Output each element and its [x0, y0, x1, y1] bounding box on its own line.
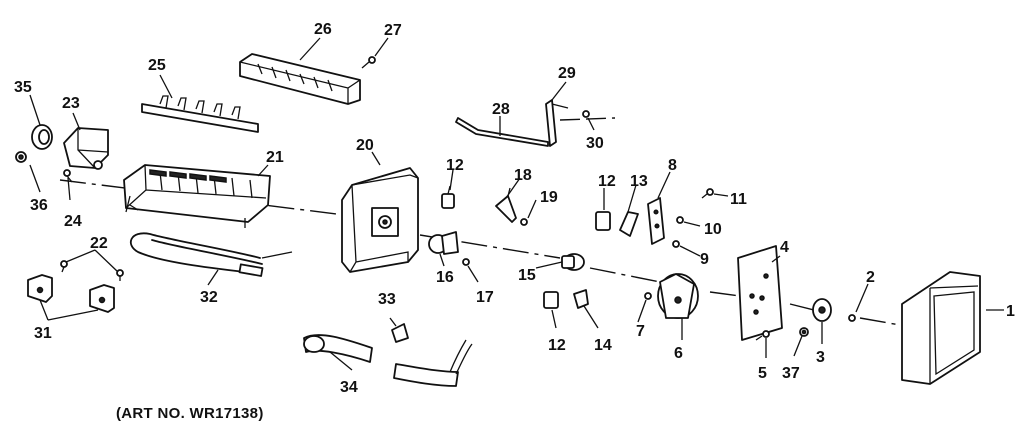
- part-6-motor: [657, 273, 699, 319]
- part-14-cam: [573, 289, 589, 309]
- label-14: 14: [594, 337, 612, 354]
- label-34: 34: [340, 379, 358, 396]
- part-7-screw: [644, 292, 652, 300]
- label-2: 2: [866, 269, 875, 286]
- part-35-seal: [31, 124, 53, 150]
- label-17: 17: [476, 289, 494, 306]
- label-18: 18: [514, 167, 532, 184]
- part-31-brackets: [27, 274, 115, 313]
- label-9: 9: [700, 251, 709, 268]
- label-3: 3: [816, 349, 825, 366]
- label-35: 35: [14, 79, 32, 96]
- part-12c-switch: [543, 291, 559, 309]
- part-27-screw: [361, 56, 376, 69]
- label-24: 24: [64, 213, 82, 230]
- part-37-nut: [799, 327, 809, 337]
- art-number: (ART NO. WR17138): [116, 405, 264, 422]
- part-5-screw: [755, 330, 770, 341]
- label-11: 11: [730, 191, 747, 208]
- label-23: 23: [62, 95, 80, 112]
- part-24-screw: [63, 169, 73, 183]
- part-4-plate: [737, 245, 783, 341]
- part-23-housing: [63, 127, 109, 170]
- part-9-screw: [672, 240, 680, 248]
- label-29: 29: [558, 65, 576, 82]
- callout-leaders: [29, 37, 1004, 371]
- label-25: 25: [148, 57, 166, 74]
- part-1-cover: [901, 271, 981, 385]
- part-33-connector: [391, 323, 409, 343]
- label-36: 36: [30, 197, 48, 214]
- label-7: 7: [636, 323, 645, 340]
- label-8: 8: [668, 157, 677, 174]
- part-8-bracket: [647, 197, 665, 245]
- part-11-screw: [701, 188, 714, 199]
- part-12a-switch: [441, 185, 455, 209]
- part-15-thermostat: [561, 253, 585, 271]
- label-16: 16: [436, 269, 454, 286]
- label-30: 30: [586, 135, 604, 152]
- label-1: 1: [1006, 303, 1015, 320]
- part-25-ejector: [141, 95, 259, 133]
- label-32: 32: [200, 289, 218, 306]
- label-13: 13: [630, 173, 648, 190]
- part-32-heater: [129, 232, 293, 277]
- part-19-screw: [520, 218, 528, 226]
- part-12b-switch: [595, 211, 611, 231]
- part-21-ice-mold: [123, 164, 271, 228]
- part-36-nut: [15, 151, 27, 163]
- label-12-top: 12: [446, 157, 464, 174]
- label-5: 5: [758, 365, 767, 382]
- part-20-support: [341, 167, 419, 273]
- part-3-gear: [812, 298, 832, 322]
- label-10: 10: [704, 221, 722, 238]
- label-6: 6: [674, 345, 683, 362]
- label-4: 4: [780, 239, 789, 256]
- part-28-arm: [455, 117, 549, 147]
- label-37: 37: [782, 365, 800, 382]
- label-26: 26: [314, 21, 332, 38]
- label-31: 31: [34, 325, 52, 342]
- part-34-harness: [303, 334, 473, 387]
- part-17-screw: [462, 258, 470, 266]
- label-21: 21: [266, 149, 284, 166]
- label-12-mid: 12: [598, 173, 616, 190]
- part-22-screws: [60, 260, 124, 281]
- part-18-lever: [495, 187, 517, 223]
- callout-labels: 35 23 36 24 21 25 26 27 22 31 32 20 12 1…: [14, 21, 1015, 396]
- label-12-bottom: 12: [548, 337, 566, 354]
- part-29-bracket: [545, 99, 569, 147]
- label-28: 28: [492, 101, 510, 118]
- label-33: 33: [378, 291, 396, 308]
- part-10-screw: [676, 216, 684, 224]
- label-20: 20: [356, 137, 374, 154]
- label-15: 15: [518, 267, 536, 284]
- label-27: 27: [384, 22, 402, 39]
- label-19: 19: [540, 189, 558, 206]
- part-16-motor: [428, 231, 459, 255]
- label-22: 22: [90, 235, 108, 252]
- part-30-clip: [582, 110, 590, 118]
- part-2-screw: [848, 314, 856, 322]
- part-26-stripper: [239, 53, 361, 105]
- part-13-spring: [619, 211, 639, 237]
